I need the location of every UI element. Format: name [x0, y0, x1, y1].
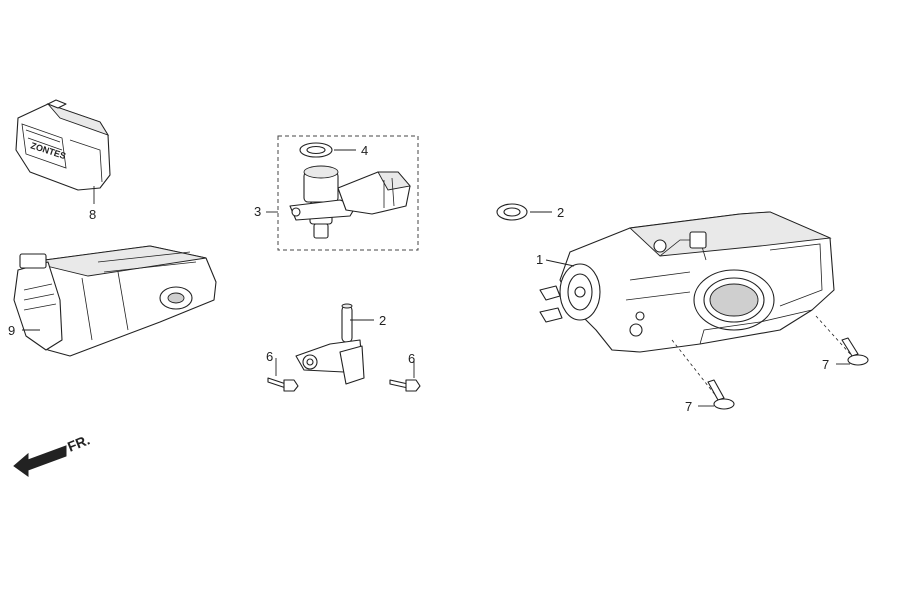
callout-4: 4: [361, 143, 368, 158]
callout-8: 8: [89, 207, 96, 222]
part-4-o-ring: [299, 142, 356, 158]
part-6-bolt-right: [389, 360, 421, 392]
callout-6-right: 6: [408, 351, 415, 366]
part-2-sensor: [295, 303, 374, 385]
callout-2-sensor: 2: [379, 313, 386, 328]
part-9-module: [13, 245, 217, 357]
part-1-throttle-body: [539, 211, 835, 353]
callout-7-lower: 7: [685, 399, 692, 414]
callout-9: 9: [8, 323, 15, 338]
callout-6-left: 6: [266, 349, 273, 364]
part-7-screw-lower: [671, 339, 735, 410]
part-3-injector-assembly: [266, 135, 419, 251]
part-6-bolt-left: [267, 358, 299, 392]
callout-3: 3: [254, 204, 261, 219]
callout-7-upper: 7: [822, 357, 829, 372]
callout-1: 1: [536, 252, 543, 267]
direction-label: FR.: [65, 431, 92, 454]
part-2-washer: [496, 203, 552, 221]
part-7-screw-upper: [815, 315, 869, 366]
callout-2-washer: 2: [557, 205, 564, 220]
part-8-sensor-cover: ZONTES: [15, 99, 111, 204]
front-direction-arrow: FR.: [13, 431, 92, 477]
